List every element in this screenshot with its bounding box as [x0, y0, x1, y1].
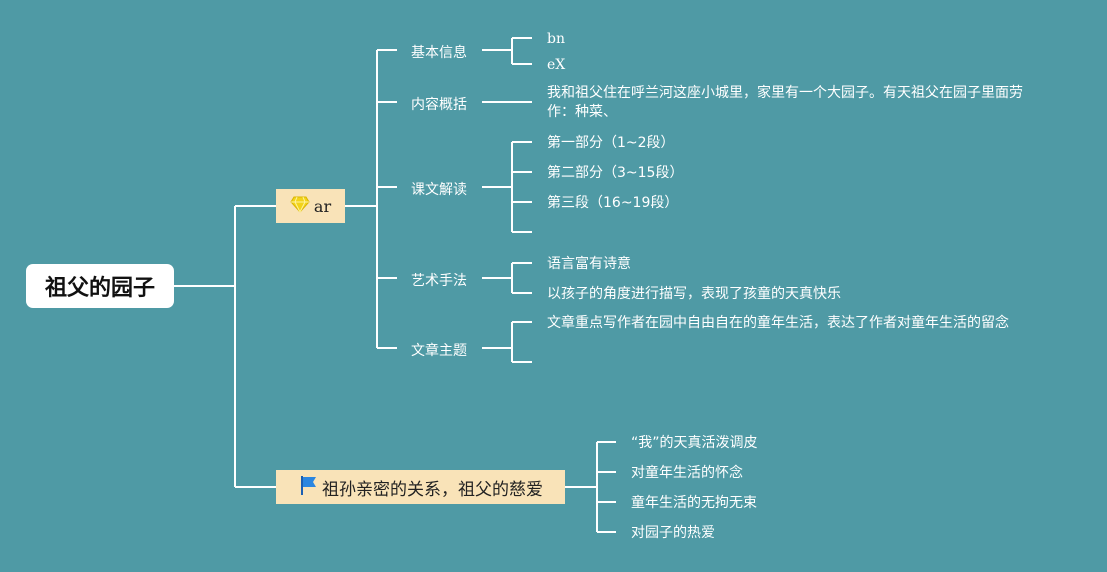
- subtopic-art[interactable]: 艺术手法: [411, 273, 467, 289]
- branch-b-label: 祖孙亲密的关系，祖父的慈爱: [322, 479, 543, 500]
- leaf-b-4[interactable]: 对园子的热爱: [631, 525, 715, 541]
- subtopic-summary[interactable]: 内容概括: [411, 97, 467, 113]
- leaf-reading-1[interactable]: 第一部分（1~2段）: [547, 135, 675, 151]
- leaf-b-3[interactable]: 童年生活的无拘无束: [631, 495, 757, 511]
- leaf-theme-1[interactable]: 文章重点写作者在园中自由自在的童年生活，表达了作者对童年生活的留念: [547, 315, 1009, 331]
- leaf-basic-2[interactable]: eX: [547, 57, 566, 73]
- leaf-b-1[interactable]: “我”的天真活泼调皮: [631, 435, 758, 451]
- branch-b[interactable]: 祖孙亲密的关系，祖父的慈爱: [276, 470, 565, 504]
- leaf-reading-2[interactable]: 第二部分（3~15段）: [547, 165, 684, 181]
- root-title: 祖父的园子: [44, 276, 155, 301]
- subtopic-basic-info[interactable]: 基本信息: [411, 45, 467, 61]
- leaf-basic-1[interactable]: bn: [547, 31, 565, 47]
- branch-a-label: ar: [313, 196, 332, 216]
- leaf-reading-3[interactable]: 第三段（16~19段）: [547, 195, 679, 211]
- leaf-summary[interactable]: 我和祖父住在呼兰河这座小城里，家里有一个大园子。有天祖父在园子里面劳作：种菜、: [547, 85, 1023, 120]
- subtopic-reading[interactable]: 课文解读: [411, 182, 467, 198]
- branch-a[interactable]: ar: [276, 189, 345, 223]
- leaf-art-1[interactable]: 语言富有诗意: [547, 256, 631, 272]
- leaf-art-2[interactable]: 以孩子的角度进行描写，表现了孩童的天真快乐: [547, 286, 841, 302]
- root-topic[interactable]: 祖父的园子: [26, 264, 174, 308]
- gem-icon: [290, 195, 310, 217]
- leaf-b-2[interactable]: 对童年生活的怀念: [631, 465, 743, 481]
- flag-icon: [298, 474, 318, 501]
- subtopic-theme[interactable]: 文章主题: [411, 343, 467, 359]
